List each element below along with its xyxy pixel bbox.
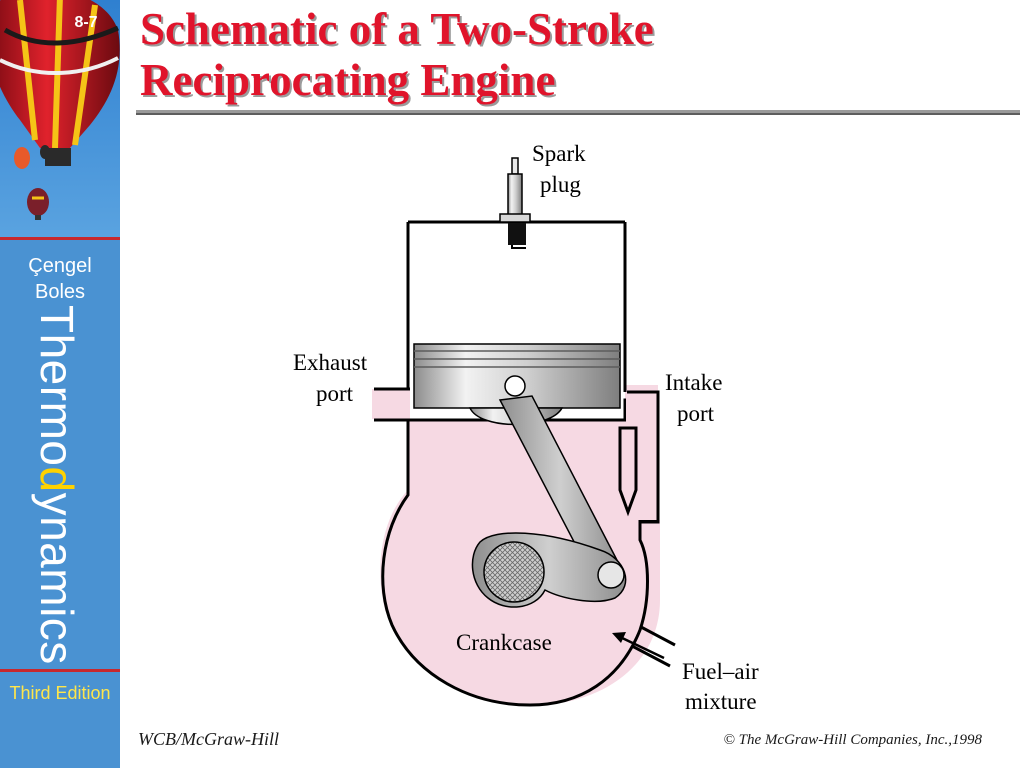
slide-title-line-2: Reciprocating Engine (140, 55, 556, 105)
sidebar-divider-top (0, 237, 120, 240)
footer-copyright: © The McGraw-Hill Companies, Inc.,1998 (723, 732, 982, 748)
book-title-accent: d (31, 466, 83, 493)
slide-title-line-1: Schematic of a Two-Stroke (140, 4, 654, 54)
intake-transfer-slot (618, 426, 638, 517)
edition-label: Third Edition (9, 683, 111, 703)
author-cengel: Çengel (28, 255, 92, 277)
sidebar: 8-7 Çengel Boles Thermodynamics Third Ed… (0, 0, 120, 768)
crankshaft-journal (483, 541, 545, 603)
label-intake-port-line-2: port (677, 401, 715, 426)
label-spark-plug-line-2: plug (540, 172, 581, 197)
label-intake-port-line-1: Intake (665, 370, 722, 395)
title-divider (136, 110, 1020, 115)
sidebar-divider-bottom (0, 669, 120, 672)
two-stroke-engine-diagram: Spark plug Exhaust port Intake port Cran… (293, 141, 759, 714)
fuel-air-inlet-duct (631, 625, 676, 668)
label-fuel-air-line-2: mixture (685, 689, 757, 714)
hot-air-balloon-photo (0, 0, 120, 238)
spark-plug (499, 157, 531, 249)
fuel-air-arrow (617, 634, 665, 660)
label-exhaust-port-line-2: port (316, 381, 354, 406)
footer-publisher: WCB/McGraw-Hill (138, 729, 279, 749)
crank-pin (597, 561, 625, 589)
label-spark-plug-line-1: Spark (532, 141, 586, 166)
balloon-illustration (0, 0, 120, 238)
author-boles: Boles (34, 281, 86, 303)
label-fuel-air-line-1: Fuel–air (682, 659, 759, 684)
slide-title: Schematic of a Two-Stroke Reciprocating … (140, 4, 1000, 106)
slide-number: 8-7 (74, 14, 98, 31)
label-crankcase: Crankcase (456, 630, 552, 655)
wrist-pin (504, 375, 526, 397)
book-title: Thermodynamics (30, 305, 84, 665)
exhaust-port-duct (372, 389, 410, 419)
label-exhaust-port-line-1: Exhaust (293, 350, 368, 375)
book-title-suffix: ynamics (31, 492, 83, 665)
book-title-prefix: Thermo (31, 305, 83, 467)
